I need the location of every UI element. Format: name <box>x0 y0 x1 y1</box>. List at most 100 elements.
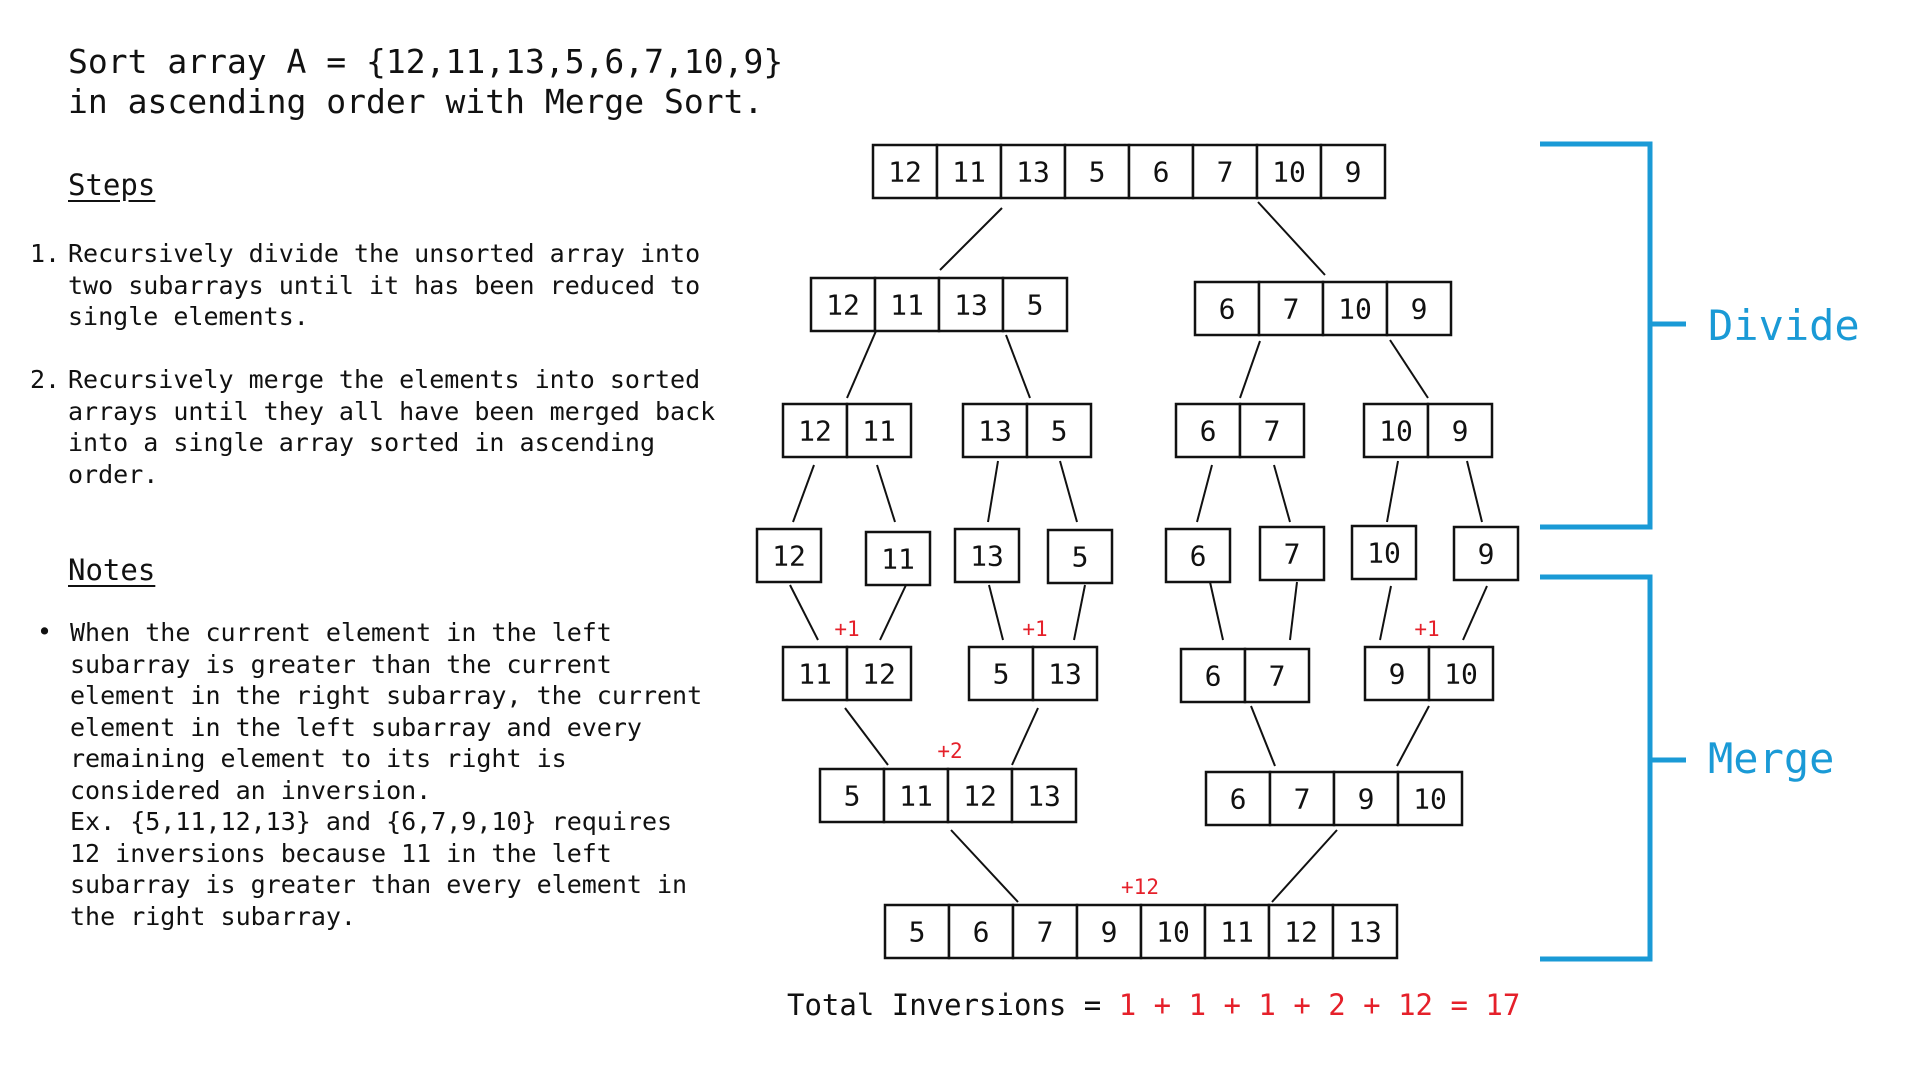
array-cell-value: 5 <box>1089 156 1106 189</box>
array-cell-value: 13 <box>1016 156 1050 189</box>
note-line: the right subarray. <box>70 901 356 931</box>
array-cell <box>883 903 951 960</box>
array-cell <box>1396 770 1464 827</box>
tree-connector <box>1396 705 1430 767</box>
divide-bracket <box>1540 141 1686 530</box>
array-cell-value: 13 <box>970 540 1004 573</box>
array-cell <box>871 143 939 200</box>
array-cell <box>1350 524 1418 581</box>
array-node: 7 <box>1258 525 1326 582</box>
inversion-label: +1 <box>1022 617 1047 641</box>
array-cell-value: 12 <box>888 156 922 189</box>
array-cell <box>1025 402 1093 459</box>
tree-connector <box>950 829 1019 903</box>
note-line: When the current element in the left <box>70 618 612 647</box>
array-cell-value: 10 <box>1338 293 1372 326</box>
array-cell <box>1267 903 1335 960</box>
tree-connector <box>1466 460 1483 523</box>
step-2-line: into a single array sorted in ascending <box>68 428 655 457</box>
step-number: 1. <box>30 239 61 268</box>
array-cell <box>1243 647 1311 704</box>
merge-label: Merge <box>1708 734 1834 783</box>
array-cell <box>1011 903 1079 960</box>
tree-connectors <box>789 201 1488 903</box>
array-cell-value: 13 <box>978 415 1012 448</box>
tree-connector <box>1239 340 1261 399</box>
array-cell <box>947 903 1015 960</box>
array-cell-value: 10 <box>1156 916 1190 949</box>
merge-bracket <box>1540 574 1686 962</box>
array-cell-value: 11 <box>890 289 924 322</box>
steps-heading: Steps <box>68 168 156 202</box>
array-node: 10 9 <box>1362 402 1494 459</box>
array-cell <box>1427 645 1495 702</box>
array-cell <box>1331 903 1399 960</box>
array-cell-value: 7 <box>1217 156 1234 189</box>
tree-connector <box>1386 460 1399 523</box>
tree-connector <box>1073 584 1086 641</box>
array-cell-value: 5 <box>844 780 861 813</box>
array-cell <box>1010 767 1078 824</box>
array-cell <box>1046 528 1114 585</box>
array-cell <box>755 527 823 584</box>
array-cell-value: 7 <box>1037 916 1054 949</box>
divide-label: Divide <box>1708 301 1860 350</box>
array-cell <box>781 645 849 702</box>
array-cell <box>1257 280 1325 337</box>
step-1-line: two subarrays until it has been reduced … <box>68 270 701 300</box>
array-cell <box>1362 402 1430 459</box>
note-line: element in the right subarray, the curre… <box>70 681 703 710</box>
notes-heading: Notes <box>68 553 156 587</box>
tree-connector <box>789 584 819 641</box>
note-line: remaining element to its right is <box>70 744 567 773</box>
inversion-label: +12 <box>1121 875 1159 899</box>
array-cell-value: 9 <box>1101 916 1118 949</box>
array-cell <box>1319 143 1387 200</box>
tree-connector <box>1389 339 1429 399</box>
note-bullet: • <box>37 617 53 646</box>
array-cell <box>1179 647 1247 704</box>
tree-connector <box>1059 460 1078 523</box>
array-node: 5 <box>1046 528 1114 585</box>
array-cell-value: 6 <box>973 916 990 949</box>
array-cell-value: 7 <box>1269 660 1286 693</box>
array-cell-value: 6 <box>1230 783 1247 816</box>
array-cell-value: 11 <box>881 543 915 576</box>
array-cell-value: 6 <box>1190 540 1207 573</box>
array-cell-value: 11 <box>1220 916 1254 949</box>
array-cell <box>1268 770 1336 827</box>
inversion-label: +1 <box>1414 617 1439 641</box>
array-cell-value: 6 <box>1200 415 1217 448</box>
tree-connector <box>1250 705 1276 767</box>
array-cell <box>845 402 913 459</box>
total-label: Total Inversions = <box>787 988 1119 1022</box>
array-cell-value: 6 <box>1205 660 1222 693</box>
tree-connector <box>1257 201 1326 276</box>
array-cell <box>1164 527 1232 584</box>
total-expression: 1 + 1 + 1 + 2 + 12 = 17 <box>1118 988 1521 1022</box>
problem-line-1: Sort array A = {12,11,13,5,6,7,10,9} <box>68 42 784 81</box>
array-cell-value: 9 <box>1452 415 1469 448</box>
array-cell-value: 10 <box>1413 783 1447 816</box>
array-cell <box>1193 280 1261 337</box>
array-cell-value: 5 <box>1027 289 1044 322</box>
array-cell <box>818 767 886 824</box>
array-cell <box>1255 143 1323 200</box>
tree-connector <box>939 207 1003 271</box>
array-cell <box>1332 770 1400 827</box>
tree-connector <box>1289 581 1298 641</box>
array-cell-value: 5 <box>1051 415 1068 448</box>
tree-connector <box>988 584 1004 641</box>
total-inversions: Total Inversions = 1 + 1 + 1 + 2 + 12 = … <box>787 988 1520 1022</box>
array-cell-value: 6 <box>1219 293 1236 326</box>
array-cell-value: 10 <box>1379 415 1413 448</box>
array-cell <box>882 767 950 824</box>
step-1-text: Recursively divide the unsorted array in… <box>68 238 700 333</box>
inversion-label: +2 <box>937 739 962 763</box>
array-node: 13 <box>953 527 1021 584</box>
